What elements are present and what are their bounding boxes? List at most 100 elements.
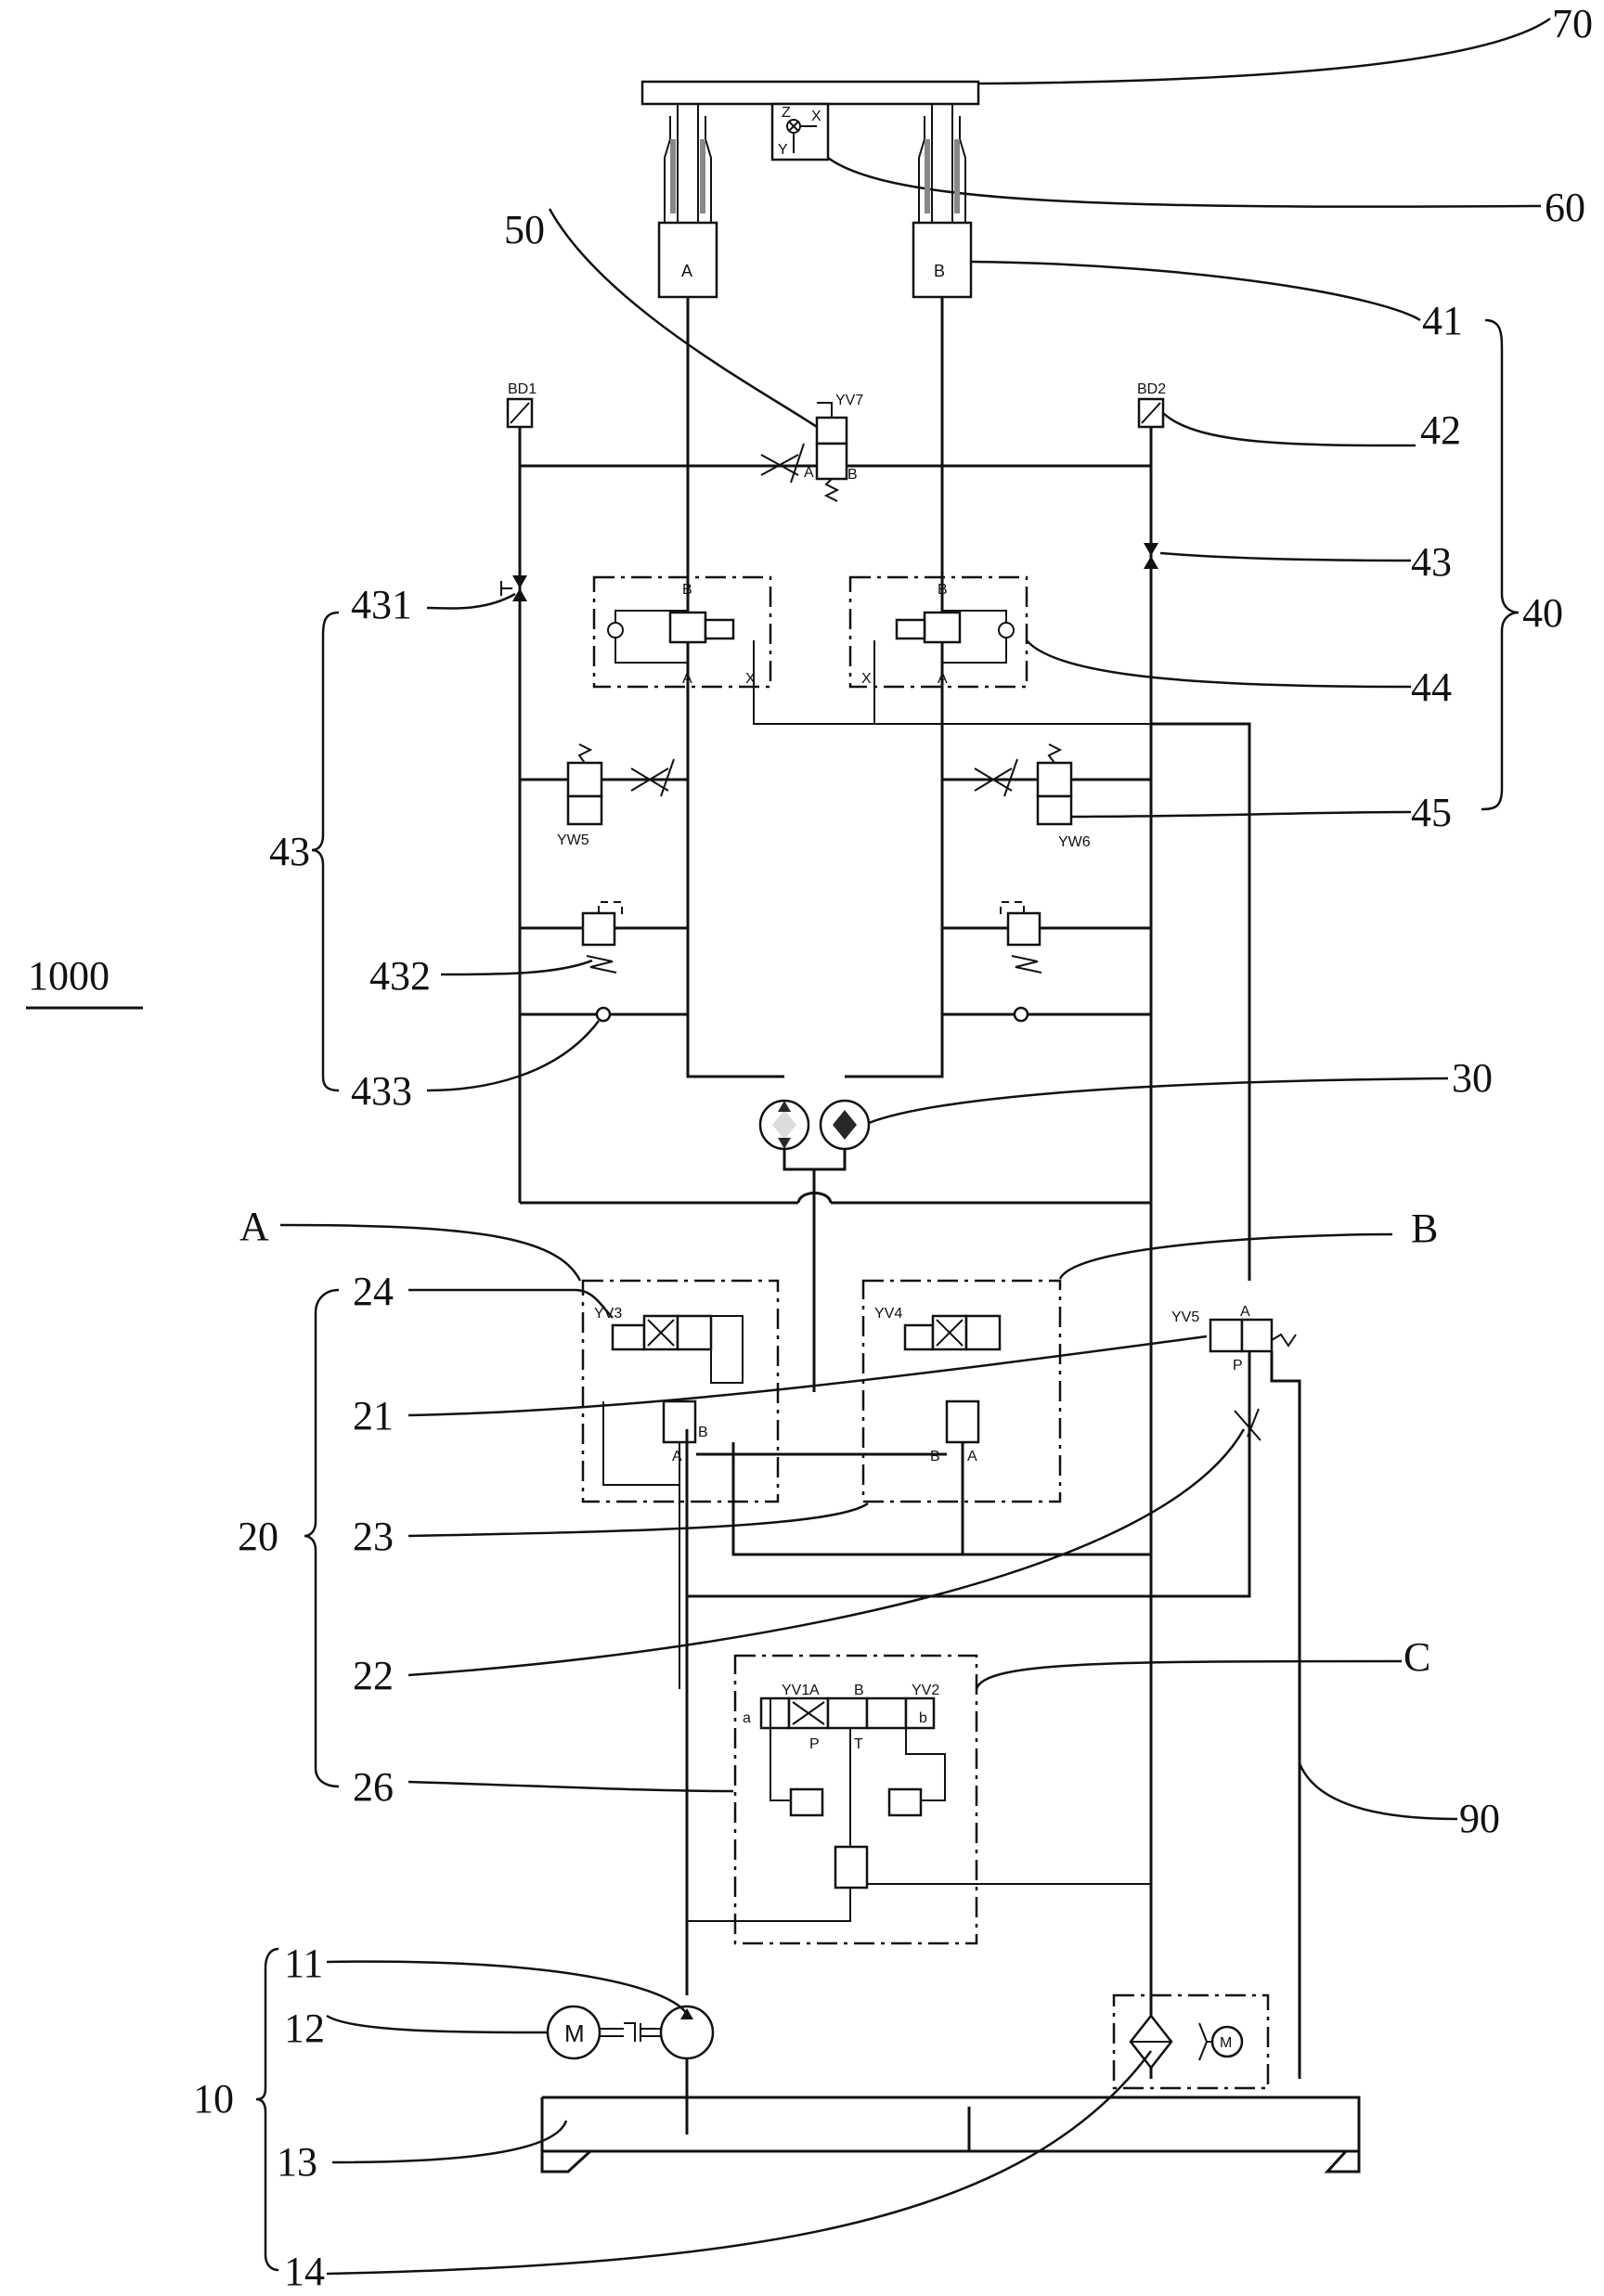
leader-12 <box>326 2014 549 2034</box>
block-b-port-a: A <box>967 1449 977 1464</box>
block-c-lines <box>687 1698 1151 1922</box>
yw5-tag: YW5 <box>557 832 589 848</box>
balance-valve-yv7: YV7 A B <box>804 393 863 502</box>
ref-13: 13 <box>277 2139 317 2185</box>
motor-symbol: M <box>564 2019 585 2047</box>
ref-10: 10 <box>193 2076 234 2122</box>
relief-c-left <box>789 1787 824 1817</box>
ref-23: 23 <box>353 1514 394 1559</box>
ref-30: 30 <box>1452 1055 1493 1101</box>
cooler-unit <box>1112 1993 1270 2090</box>
ball-valve-431-handle <box>500 581 512 596</box>
switch-valve-yw6: YW6 <box>1036 743 1091 850</box>
relief-left-spring <box>586 955 617 974</box>
leader-23 <box>407 1502 869 1538</box>
coupling-icon <box>600 2022 661 2042</box>
cylinder-b: B <box>912 104 973 299</box>
relief-valve-right <box>1006 911 1041 947</box>
leader-13 <box>331 2120 568 2164</box>
pilot-line <box>1151 722 1251 1281</box>
pressure-sensor-bd1: BD1 <box>506 381 537 429</box>
lock-left-port-b: B <box>682 582 692 598</box>
ref-22: 22 <box>353 1653 394 1698</box>
relief-c-right <box>887 1787 923 1817</box>
leader-24 <box>408 1288 614 1319</box>
axis-z-label: Z <box>782 105 791 121</box>
leader-70 <box>977 17 1551 85</box>
cylinder-lines <box>686 297 944 1058</box>
directional-valve-yv4: YV4 <box>874 1306 1002 1351</box>
sensor-bd1-tag: BD1 <box>508 381 537 397</box>
directional-valve-yv1-yv2: YV1 YV2 A B P T a b <box>743 1683 939 1752</box>
directional-valve-yv3: YV3 <box>594 1306 713 1351</box>
ref-1000: 1000 <box>28 953 110 999</box>
motor-in-lines <box>686 1058 944 1078</box>
yv1-port-a: A <box>809 1683 820 1698</box>
cartridge-valve-c <box>834 1845 869 1890</box>
yv5-tag: YV5 <box>1171 1309 1199 1325</box>
check-valve-left <box>595 1006 612 1023</box>
ref-21: 21 <box>353 1393 394 1438</box>
yv1-tag: YV1 <box>782 1683 809 1698</box>
ref-24: 24 <box>353 1269 394 1314</box>
yv7-port-a: A <box>804 465 814 481</box>
ref-12: 12 <box>284 2006 325 2051</box>
leader-44 <box>1026 639 1412 689</box>
ref-50: 50 <box>504 207 545 252</box>
leader-c <box>975 1659 1403 1690</box>
yv1-side-a: a <box>743 1710 751 1726</box>
brace-20 <box>304 1288 340 1788</box>
leader-60 <box>827 156 1542 208</box>
block-b-port-b: B <box>930 1449 940 1464</box>
yv1-port-b: B <box>854 1683 864 1698</box>
ref-26: 26 <box>353 1764 394 1810</box>
ref-11: 11 <box>284 1941 323 1986</box>
leader-22 <box>407 1428 1246 1677</box>
ref-40: 40 <box>1522 590 1563 636</box>
block-a-lines <box>602 1315 744 1689</box>
platform <box>640 80 980 106</box>
ref-45: 45 <box>1411 790 1452 835</box>
leader-431 <box>426 592 516 610</box>
fan-icon <box>1198 2022 1212 2061</box>
ref-14: 14 <box>284 2249 325 2294</box>
axis-x-label: X <box>811 109 821 124</box>
directional-valve-yv5: YV5 A P <box>1171 1304 1297 1374</box>
leader-42 <box>1162 412 1416 447</box>
brace-10 <box>255 1947 279 2272</box>
yw6-tag: YW6 <box>1058 834 1091 850</box>
ref-41: 41 <box>1422 298 1463 343</box>
ref-60: 60 <box>1545 185 1585 230</box>
tank <box>540 2096 1361 2173</box>
cylinder-a-tag: A <box>681 262 692 280</box>
yv5-port-a: A <box>1240 1304 1250 1320</box>
ref-42: 42 <box>1420 407 1461 453</box>
throttle-left-icon <box>630 758 675 797</box>
ref-43-group: 43 <box>269 829 310 874</box>
lock-left-port-a: A <box>682 671 692 687</box>
leader-21 <box>407 1335 1208 1417</box>
yv7-port-b: B <box>847 467 858 483</box>
lock-valve-right: B A X <box>848 575 1028 724</box>
leader-45 <box>1070 810 1412 819</box>
yv1-port-p: P <box>809 1736 820 1752</box>
yv1-port-t: T <box>854 1736 863 1752</box>
yv4-tag: YV4 <box>874 1306 902 1322</box>
axis-arrows-icon <box>788 121 817 153</box>
yv1-side-b: b <box>919 1710 927 1726</box>
leader-14 <box>326 2050 1153 2276</box>
ref-432: 432 <box>369 953 431 999</box>
switch-valve-yw5: YW5 <box>557 743 603 848</box>
valve-block-b <box>861 1279 1062 1503</box>
ref-44: 44 <box>1411 664 1452 710</box>
valve-block-c <box>733 1654 978 1945</box>
ref-block-c: C <box>1404 1634 1430 1680</box>
block-b-lines <box>696 1442 1151 1556</box>
leader-90 <box>1298 1762 1458 1821</box>
cartridge-valve-a <box>662 1400 697 1444</box>
sensor-bd2-tag: BD2 <box>1137 381 1166 397</box>
brace-40 <box>1481 318 1520 811</box>
sensor-lines <box>518 427 1153 2079</box>
lock-valve-left: B A X <box>592 575 1151 725</box>
